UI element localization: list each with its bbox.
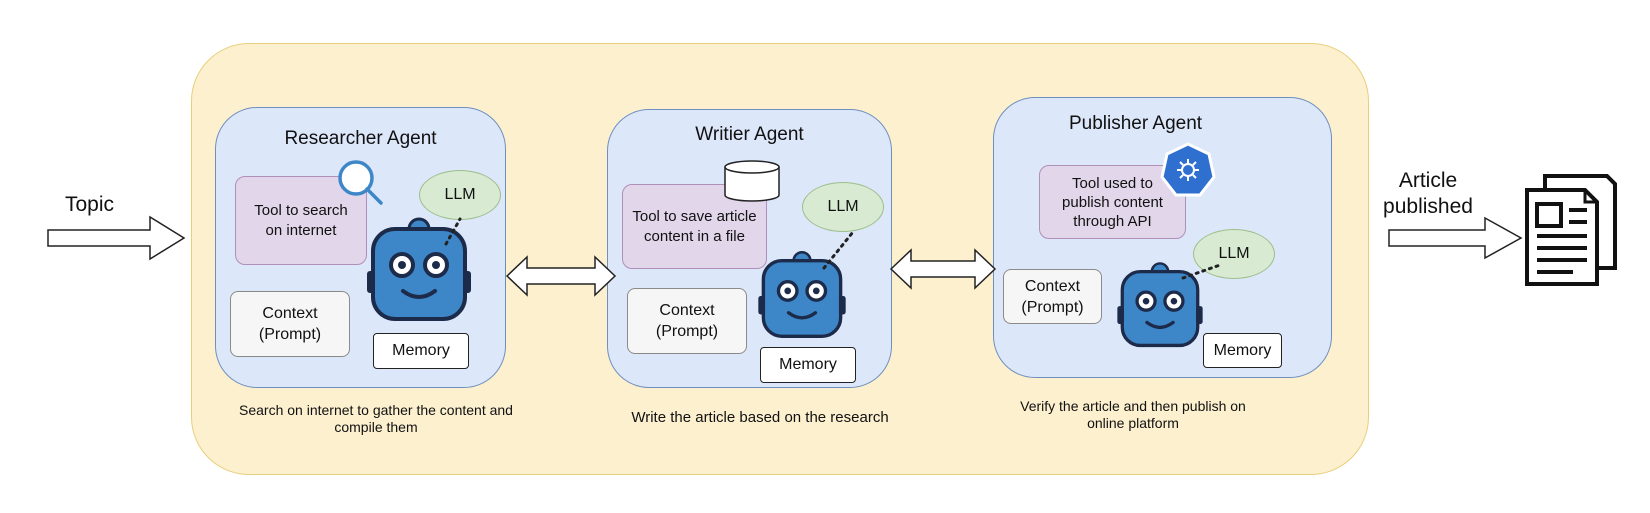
output-label-line: Article [1398, 169, 1458, 192]
caption-line: Verify the article and then publish on [1020, 398, 1246, 414]
topic-label: Topic [65, 193, 115, 216]
caption-line: Search on internet to gather the content… [239, 402, 513, 418]
writer-memory: Memory [760, 347, 856, 383]
tool-line: content in a file [644, 227, 745, 245]
publisher-llm-link [1181, 263, 1222, 280]
caption-line: Write the article based on the research [631, 409, 889, 426]
api-gear-hexagon-icon [1160, 142, 1216, 197]
output-arrow-icon [1388, 216, 1523, 260]
context-line: Context [659, 302, 715, 319]
writer-robot-icon [756, 250, 848, 338]
researcher-context: Context (Prompt) [230, 291, 350, 357]
writer-llm-link [822, 230, 855, 270]
caption-line: online platform [1087, 415, 1179, 431]
caption-line: compile them [334, 419, 418, 435]
input-arrow-icon [47, 215, 186, 261]
researcher-agent-title: Researcher Agent [284, 128, 437, 149]
writer-caption: Write the article based on the research [600, 409, 920, 426]
context-line: Context [262, 305, 318, 322]
double-arrow-icon [505, 255, 617, 297]
database-icon [724, 160, 780, 202]
context-line: (Prompt) [258, 326, 322, 343]
tool-line: publish content [1062, 193, 1163, 211]
double-arrow-icon [889, 248, 997, 290]
researcher-llm-link [444, 217, 462, 246]
publisher-caption: Verify the article and then publish on o… [983, 398, 1283, 432]
writer-context: Context (Prompt) [627, 288, 747, 354]
publisher-llm: LLM [1193, 229, 1275, 279]
output-label-line: published [1383, 195, 1473, 218]
magnifier-icon [338, 160, 383, 205]
researcher-caption: Search on internet to gather the content… [218, 402, 534, 436]
publisher-context: Context (Prompt) [1003, 269, 1102, 324]
document-icon [1525, 174, 1617, 286]
writer-llm: LLM [802, 182, 884, 232]
tool-line: through API [1073, 212, 1152, 230]
context-line: Context [1024, 277, 1081, 295]
tool-line: Tool used to [1072, 174, 1153, 192]
context-line: (Prompt) [1021, 298, 1084, 316]
researcher-memory: Memory [373, 333, 469, 369]
researcher-robot-icon [365, 217, 473, 321]
article-published-label: Article published [1373, 168, 1483, 220]
publisher-memory: Memory [1203, 333, 1282, 368]
publisher-agent-title: Publisher Agent [1068, 113, 1203, 134]
researcher-llm: LLM [419, 170, 501, 220]
tool-line: Tool to search [254, 201, 348, 219]
writer-agent-title: Writier Agent [695, 124, 804, 145]
tool-line: Tool to save article [632, 207, 757, 225]
tool-line: on internet [265, 221, 337, 239]
context-line: (Prompt) [655, 323, 719, 340]
